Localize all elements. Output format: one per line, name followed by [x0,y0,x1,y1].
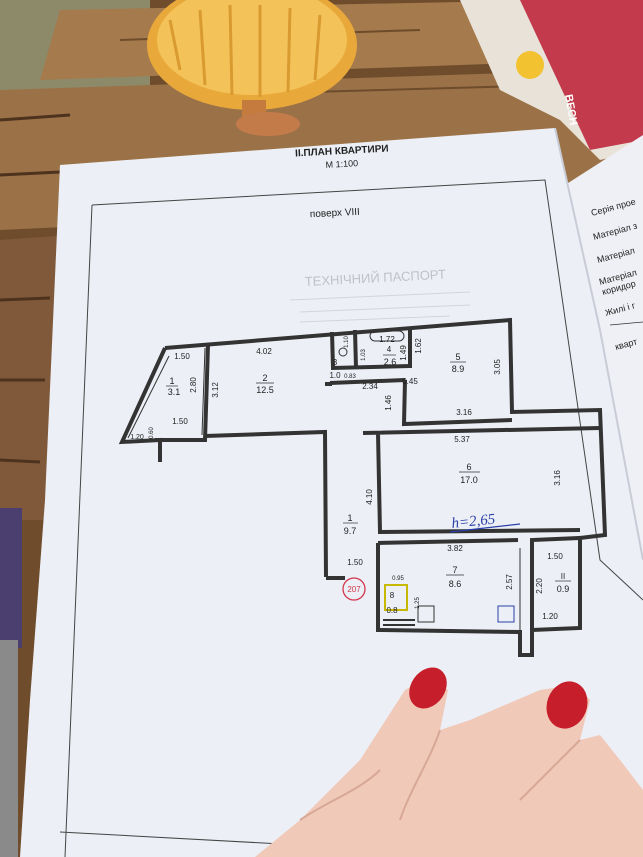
closet-icon [384,584,408,611]
hand [255,667,643,857]
dim-0-83: 0.83 [344,374,356,380]
dim-1-62: 1.62 [414,338,423,354]
room-8-area: 0.8 [386,606,398,615]
dim-3-16-room5: 3.16 [456,408,472,417]
dim-3-05: 3.05 [493,359,502,375]
room-3-num: 3 [333,358,338,367]
left-object [0,508,22,648]
floor-label: поверх VIII [310,207,360,221]
sink-icon [417,605,435,623]
room-6-num: 6 [466,462,471,472]
plan-page [20,127,643,857]
dim-3-12: 3.12 [211,382,220,398]
dim-4-02: 4.02 [256,347,272,356]
dim-2-57: 2.57 [505,574,514,590]
dim-5-37: 5.37 [454,435,470,444]
dim-1-20-left: 1.20 [130,434,144,441]
room-5-area: 8.9 [452,364,465,374]
room-7-area: 8.6 [449,579,462,589]
dim-2-34: 2.34 [362,382,378,391]
balcony-area: 0.9 [557,584,570,594]
plan-scale: М 1:100 [325,158,358,170]
dim-1-50-corridor: 1.50 [347,558,363,567]
floor-plan [118,317,608,657]
room-2-num: 2 [262,373,267,383]
ceiling-height-note: h=2,65 [451,511,497,532]
dim-0-95: 0.95 [392,576,404,582]
room-1-num: 1 [169,376,174,386]
dim-1-50-top: 1.50 [174,352,190,361]
dim-1-25: 1.25 [415,597,421,609]
corridor-num: 1 [347,513,352,523]
toilet-icon [338,347,348,357]
dim-3-16-room6: 3.16 [553,470,562,486]
red-stamp [342,577,366,601]
corridor-area: 9.7 [344,526,357,536]
dim-4-10: 4.10 [365,489,374,505]
faded-heading: ТЕХНІЧНИЙ ПАСПОРТ [304,267,446,289]
room-8-num: 8 [390,591,395,600]
dim-2-20: 2.20 [535,578,544,594]
bathtub-icon [369,330,405,342]
dim-0-45: 0.45 [402,377,418,386]
fixtures [338,330,515,626]
stamp-number: 207 [347,585,361,594]
plan-title: II.ПЛАН КВАРТИРИ [295,144,389,160]
stove-icon [497,605,515,623]
fingernail [409,667,447,709]
dim-1-20-balcony: 1.20 [542,612,558,621]
dim-1-0: 1.0 [329,371,341,380]
dim-2-80: 2.80 [189,377,198,393]
room-labels: 1 3.1 2 12.5 3 4 2.6 5 8.9 6 17.0 1 9.7 … [166,345,571,615]
dimensions: 1.50 2.80 1.50 1.20 0.60 4.02 3.12 1.10 … [130,335,563,621]
dim-1-03: 1.03 [361,349,367,361]
room-7-num: 7 [452,565,457,575]
room-6-area: 17.0 [460,475,478,485]
dim-0-60: 0.60 [149,427,155,439]
room-5-num: 5 [455,352,460,362]
room-1-area: 3.1 [168,387,181,397]
room-4-num: 4 [387,345,392,354]
dim-1-50-balcony: 1.50 [547,552,563,561]
dim-1-46: 1.46 [384,395,393,411]
dim-1-49: 1.49 [399,345,408,361]
dim-1-50-bottom: 1.50 [172,417,188,426]
room-4-area: 2.6 [384,357,397,367]
beer-glass [147,0,357,136]
dim-3-82: 3.82 [447,544,463,553]
fingernail [546,681,588,729]
balcony-num: II [561,572,565,581]
snack-bag: ВЕСН [460,0,643,160]
dim-1-10: 1.10 [344,336,350,348]
dim-1-72: 1.72 [379,335,395,344]
svg-text:ВЕСН: ВЕСН [562,93,579,126]
room-2-area: 12.5 [256,385,274,395]
